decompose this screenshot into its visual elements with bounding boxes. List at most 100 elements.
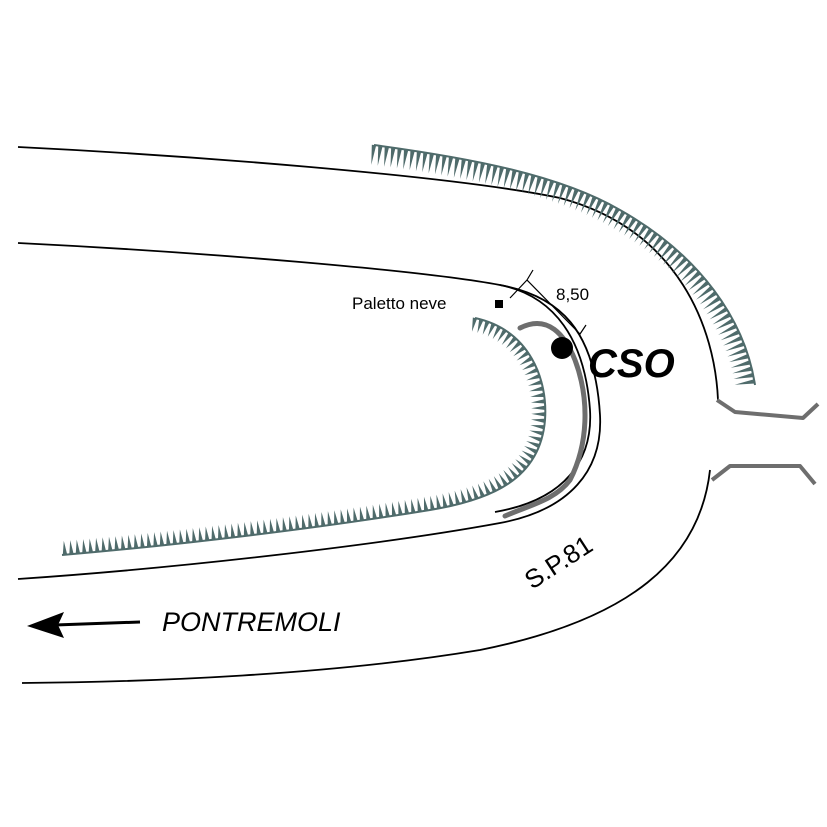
ditch-hatch-tick xyxy=(680,266,697,282)
ditch-hatch-tick xyxy=(531,405,546,410)
ditch-hatch-tick xyxy=(372,504,378,519)
ditch-hatch-tick xyxy=(230,523,236,538)
ditch-hatch-tick xyxy=(321,512,326,527)
ditch-hatch-tick xyxy=(607,207,620,227)
ditch-hatch-tick xyxy=(428,153,435,174)
ditch-hatch-tick xyxy=(723,335,743,346)
ditch-hatch-tick xyxy=(729,354,749,363)
ditch-hatch-tick xyxy=(540,178,549,199)
ditch-hatch-tick xyxy=(288,516,294,531)
ditch-hatch-tick xyxy=(460,158,467,179)
ditch-hatch-tick xyxy=(205,526,210,541)
ditch-hatch-tick xyxy=(575,191,585,211)
ditch-hatch-tick xyxy=(447,156,454,177)
ditch-hatch-tick xyxy=(586,196,597,216)
ditch-outer-hatching xyxy=(371,144,755,385)
ditch-hatch-tick xyxy=(649,235,664,254)
ditch-hatch-tick xyxy=(282,517,287,532)
ditch-hatch-tick xyxy=(340,509,345,524)
ditch-hatch-tick xyxy=(62,540,68,555)
ditch-hatch-tick xyxy=(526,373,541,381)
ditch-inner xyxy=(61,317,547,556)
ditch-hatch-tick xyxy=(385,502,390,517)
ditch-hatch-tick xyxy=(211,525,216,540)
ditch-hatch-tick xyxy=(422,152,428,173)
ditch-hatch-tick xyxy=(140,533,145,548)
ditch-hatch-tick xyxy=(522,172,530,193)
ditch-hatch-tick xyxy=(276,517,281,533)
ditch-hatch-tick xyxy=(403,149,409,170)
ditch-hatch-tick xyxy=(497,328,507,342)
ditch-hatch-tick xyxy=(390,147,396,168)
road-outer-edge xyxy=(17,146,719,684)
ditch-hatch-tick xyxy=(466,160,473,181)
ditch-hatch-tick xyxy=(709,307,728,320)
ditch-hatch-tick xyxy=(519,356,533,366)
ditch-hatch-tick xyxy=(256,520,262,535)
ditch-hatch-tick xyxy=(653,239,669,257)
ditch-hatch-tick xyxy=(453,157,460,178)
ditch-hatch-tick xyxy=(526,440,541,449)
ditch-hatch-tick xyxy=(146,532,152,547)
ditch-hatch-tick xyxy=(524,367,539,376)
ditch-hatch-tick xyxy=(699,290,718,305)
ditch-hatch-tick xyxy=(522,361,536,371)
ditch-hatch-tick xyxy=(530,425,545,430)
ditch-hatch-tick xyxy=(237,522,242,537)
ditch-hatch-tick xyxy=(720,329,740,341)
ditch-hatch-tick xyxy=(507,466,519,479)
ditch-hatch-tick xyxy=(552,182,561,202)
ditch-hatch-tick xyxy=(82,539,87,554)
ditch-hatch-tick xyxy=(524,445,538,454)
ditch-hatch-tick xyxy=(529,386,544,392)
ditch-hatch-tick xyxy=(409,150,415,171)
road-name-label: S.P.81 xyxy=(519,529,598,595)
ditch-hatch-tick xyxy=(597,201,609,221)
ditch-hatch-tick xyxy=(472,485,479,500)
ditch-hatch-tick xyxy=(715,318,735,330)
ditch-hatch-tick xyxy=(706,301,725,315)
ditch-hatch-tick xyxy=(684,270,701,286)
ditch-hatch-tick xyxy=(692,280,710,296)
ditch-hatch-tick xyxy=(359,506,365,521)
ditch-hatch-tick xyxy=(492,325,502,340)
ditch-hatch-tick xyxy=(511,462,524,475)
ditch-hatch-tick xyxy=(529,430,544,436)
ditch-hatch-tick xyxy=(624,217,637,236)
ditch-hatch-tick xyxy=(696,285,714,300)
ditch-hatch-tick xyxy=(472,161,479,182)
culvert-top-wing xyxy=(715,398,820,420)
ditch-hatch-tick xyxy=(396,148,402,169)
ditch-hatch-tick xyxy=(159,531,165,546)
ditch-hatch-tick xyxy=(531,412,546,417)
ditch-hatch-tick xyxy=(101,537,107,552)
ditch-hatch-tick xyxy=(530,392,545,398)
ditch-hatch-tick xyxy=(676,261,693,278)
ditch-hatch-tick xyxy=(498,473,509,487)
ditch-hatch-tick xyxy=(688,275,706,291)
ditch-hatch-tick xyxy=(602,204,615,224)
ditch-hatch-tick xyxy=(712,312,732,325)
arrow-left-head xyxy=(27,612,64,638)
ditch-hatch-tick xyxy=(127,534,132,549)
ditch-hatch-tick xyxy=(398,500,403,516)
ditch-hatch-tick xyxy=(114,536,119,551)
ditch-inner-hatching xyxy=(62,317,546,555)
ditch-hatch-tick xyxy=(108,536,113,551)
ditch-hatch-tick xyxy=(460,489,467,504)
ditch-hatch-tick xyxy=(516,350,530,361)
ditch-hatch-tick xyxy=(442,493,448,508)
ditch-hatch-tick xyxy=(121,535,126,550)
ditch-hatch-tick xyxy=(557,184,567,204)
ditch-hatch-tick xyxy=(217,525,223,540)
ditch-hatch-tick xyxy=(613,210,626,230)
ditch-hatch-tick xyxy=(730,360,751,368)
ditch-hatch-tick xyxy=(483,481,491,495)
ditch-hatch-tick xyxy=(528,174,536,195)
ditch-hatch-tick xyxy=(629,221,642,239)
ditch-hatch-tick xyxy=(478,162,486,183)
ditch-hatch-tick xyxy=(327,511,332,526)
ditch-hatch-tick xyxy=(477,318,484,334)
ditch-hatch-tick xyxy=(546,180,555,200)
